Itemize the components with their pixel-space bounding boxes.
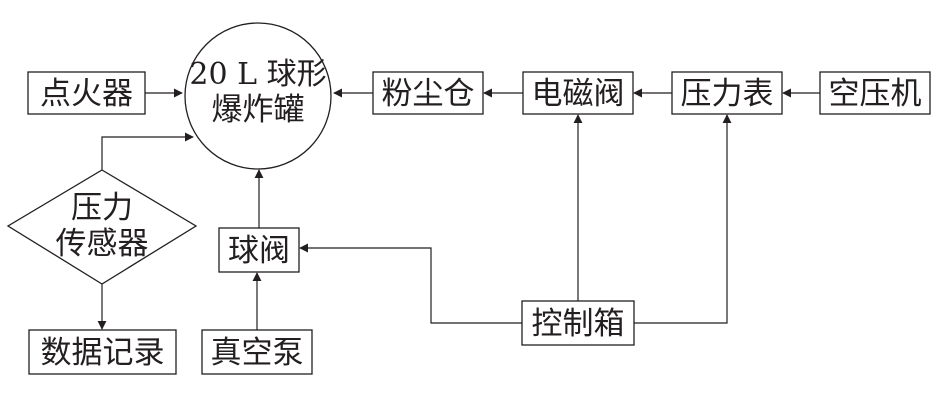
dust-chamber-label: 粉尘仓 <box>382 76 475 112</box>
arrow-control-to-ball-valve <box>299 243 522 324</box>
data-record-box <box>28 329 177 375</box>
data-record-label: 数据记录 <box>41 335 165 371</box>
explosion-tank: 20 L 球形 爆炸罐 <box>184 22 332 170</box>
data-record-node: 数据记录 <box>28 329 177 375</box>
explosion-tank-label-line2: 爆炸罐 <box>212 92 305 128</box>
air-compressor-node: 空压机 <box>819 71 931 115</box>
igniter-node: 点火器 <box>27 71 146 115</box>
explosion-tank-circle <box>184 22 332 170</box>
vacuum-pump-box <box>201 329 313 375</box>
dust-chamber-node: 粉尘仓 <box>372 71 484 115</box>
arrow-control-to-gauge <box>634 114 732 324</box>
pressure-gauge-label: 压力表 <box>681 76 774 112</box>
igniter-box <box>27 71 146 115</box>
ball-valve-node: 球阀 <box>218 227 300 273</box>
control-box-box <box>521 300 635 346</box>
pressure-sensor-label-line2: 传感器 <box>56 226 149 262</box>
igniter-label: 点火器 <box>40 76 133 112</box>
dust-chamber-box <box>372 71 484 115</box>
vacuum-pump-label: 真空泵 <box>211 335 304 371</box>
pressure-gauge-box <box>671 71 783 115</box>
solenoid-valve-label: 电磁阀 <box>532 76 625 112</box>
control-box-node: 控制箱 <box>521 300 635 346</box>
vacuum-pump-node: 真空泵 <box>201 329 313 375</box>
solenoid-valve-box <box>522 71 634 115</box>
pressure-sensor-label-line1: 压力 <box>71 190 133 226</box>
control-box-label: 控制箱 <box>532 306 625 342</box>
pressure-sensor-node: 压力 传感器 <box>6 169 198 285</box>
solenoid-valve-node: 电磁阀 <box>522 71 634 115</box>
air-compressor-box <box>819 71 931 115</box>
arrow-sensor-to-tank <box>101 132 194 170</box>
explosion-tank-label-line1: 20 L 球形 <box>189 57 326 92</box>
ball-valve-label: 球阀 <box>228 233 290 269</box>
air-compressor-label: 空压机 <box>829 76 922 112</box>
pressure-gauge-node: 压力表 <box>671 71 783 115</box>
